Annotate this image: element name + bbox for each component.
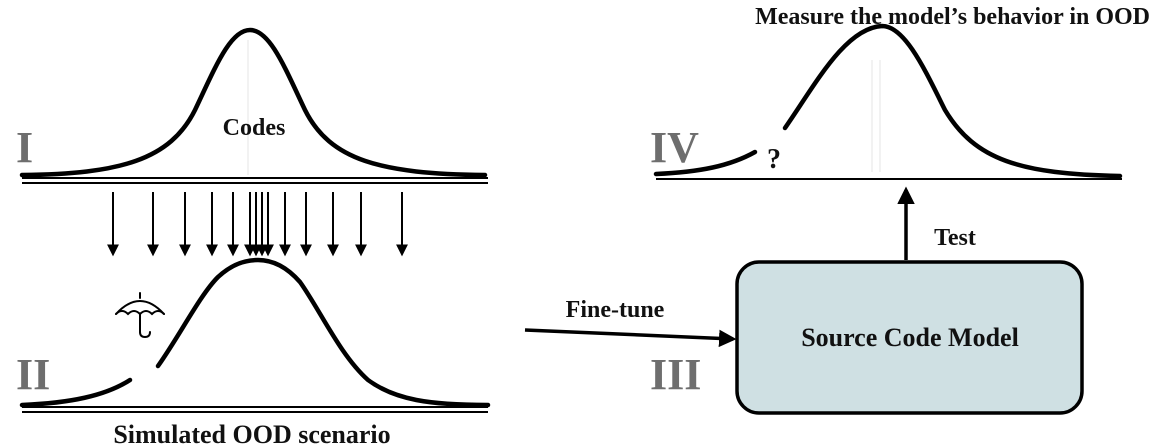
panel-IV-numeral: IV bbox=[650, 123, 699, 172]
simulated-ood-caption: Simulated OOD scenario bbox=[113, 420, 390, 444]
panel-II-numeral: II bbox=[16, 350, 50, 399]
ood-curve-main bbox=[155, 257, 491, 408]
ood-test-curve-left bbox=[653, 149, 758, 177]
ood-curve-left-tail bbox=[19, 377, 133, 408]
fine-tune-arrow bbox=[524, 328, 737, 348]
panel-I-numeral: I bbox=[16, 123, 33, 172]
ood-test-curve-main bbox=[782, 23, 1123, 179]
sampling-arrows bbox=[107, 192, 408, 257]
panel-II: II Simulated OOD scenario bbox=[16, 257, 491, 444]
umbrella-icon bbox=[115, 292, 165, 339]
panel-III: III Fine-tune Source Code Model Test bbox=[524, 186, 1084, 415]
fine-tune-label: Fine-tune bbox=[566, 297, 665, 323]
panel-IV: Measure the model’s behavior in OOD IV ? bbox=[650, 4, 1150, 180]
codes-label: Codes bbox=[223, 115, 286, 141]
panel-III-numeral: III bbox=[650, 350, 701, 399]
source-code-model-box bbox=[735, 260, 1084, 415]
source-code-model-label: Source Code Model bbox=[801, 323, 1019, 352]
measure-title: Measure the model’s behavior in OOD bbox=[755, 4, 1150, 30]
question-mark: ? bbox=[767, 144, 781, 175]
codes-distribution-curve bbox=[19, 27, 488, 178]
panel-I: I Codes bbox=[16, 27, 488, 184]
test-label: Test bbox=[934, 225, 976, 251]
